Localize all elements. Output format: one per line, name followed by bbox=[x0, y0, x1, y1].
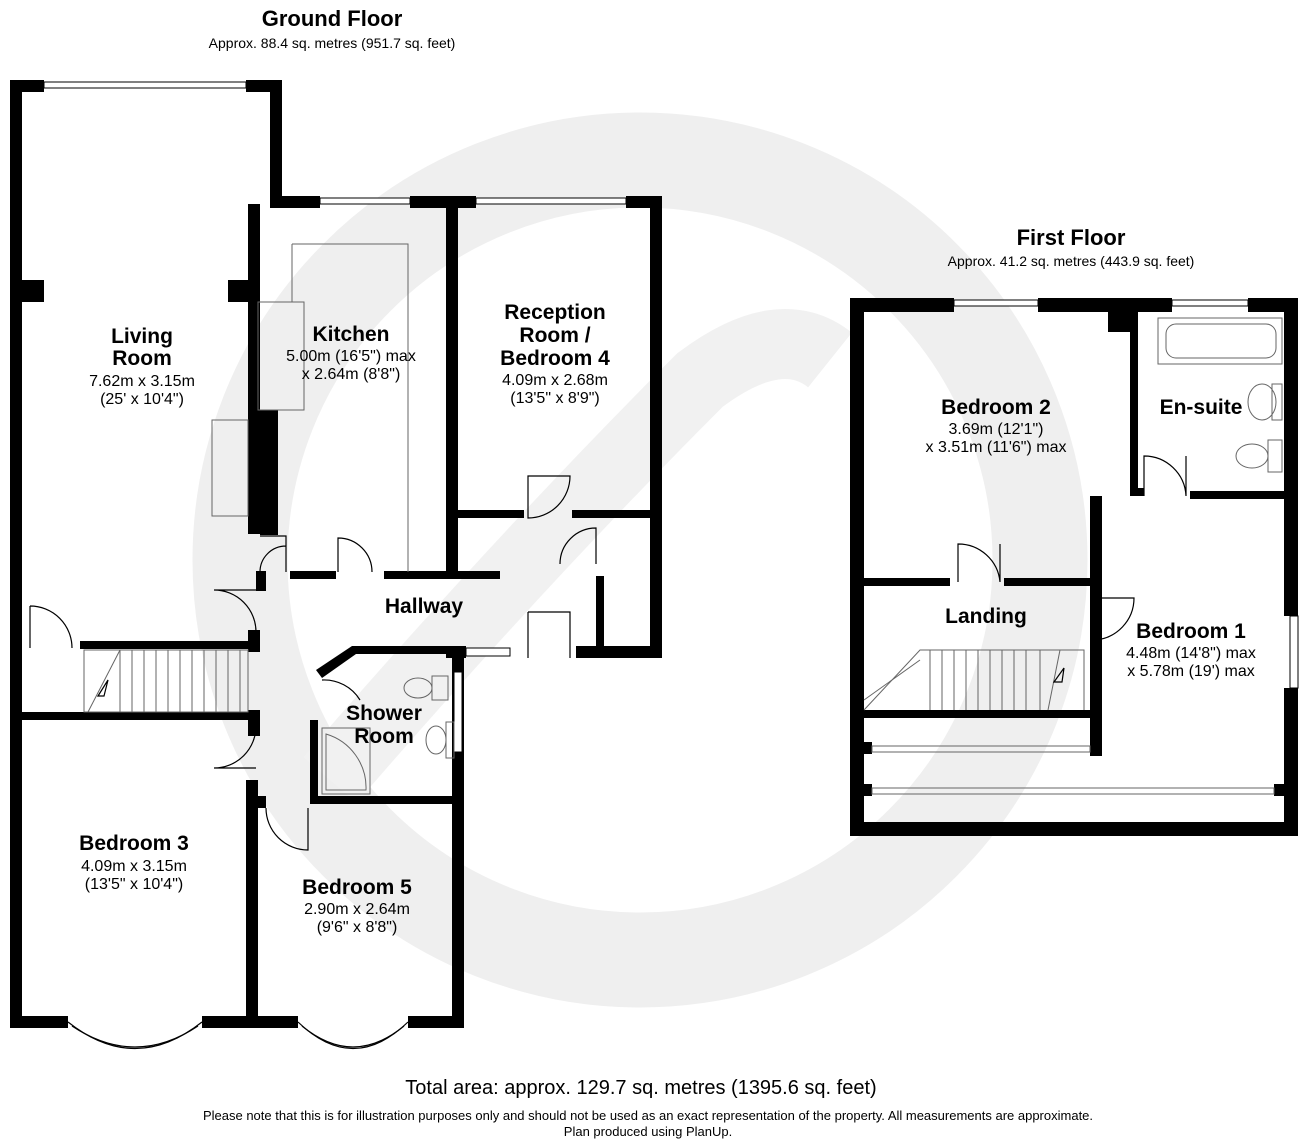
shower-room-name-1: Shower bbox=[346, 702, 422, 725]
plan-credit: Plan produced using PlanUp. bbox=[564, 1124, 732, 1139]
hallway-name: Hallway bbox=[385, 595, 464, 618]
first-floor-walls bbox=[850, 298, 1298, 836]
bedroom-1-name: Bedroom 1 bbox=[1136, 620, 1246, 643]
total-area: Total area: approx. 129.7 sq. metres (13… bbox=[405, 1077, 876, 1099]
ground-floor-doors bbox=[29, 475, 597, 851]
ground-floor-walls bbox=[10, 80, 662, 1028]
bedroom-1-dims: 4.48m (14'8") max bbox=[1126, 645, 1256, 662]
ensuite-fittings bbox=[1157, 317, 1283, 473]
kitchen-fittings bbox=[211, 243, 409, 572]
kitchen-dims: 5.00m (16'5") max bbox=[286, 348, 416, 365]
living-room-imperial: (25' x 10'4") bbox=[100, 391, 184, 408]
first-floor-area: Approx. 41.2 sq. metres (443.9 sq. feet) bbox=[948, 253, 1195, 269]
bedroom-3-imperial: (13'5" x 10'4") bbox=[85, 876, 183, 893]
first-floor-title: First Floor bbox=[1017, 225, 1126, 250]
watermark-logo bbox=[192, 112, 1088, 1008]
bedroom-5-imperial: (9'6" x 8'8") bbox=[317, 919, 398, 936]
bedroom-2-imperial: x 3.51m (11'6") max bbox=[926, 439, 1067, 456]
reception-dims: 4.09m x 2.68m bbox=[502, 372, 608, 389]
ensuite-name: En-suite bbox=[1160, 396, 1243, 419]
living-room-dims: 7.62m x 3.15m bbox=[89, 373, 195, 390]
shower-room-name-2: Room bbox=[354, 725, 414, 748]
reception-name-3: Bedroom 4 bbox=[500, 347, 610, 370]
living-room-name-1: Living bbox=[111, 325, 173, 348]
bedroom-3-name: Bedroom 3 bbox=[79, 832, 189, 855]
ground-floor-title: Ground Floor bbox=[262, 6, 403, 31]
first-floor-doors bbox=[957, 455, 1187, 641]
disclaimer: Please note that this is for illustratio… bbox=[203, 1108, 1093, 1123]
ground-floor-windows bbox=[43, 81, 627, 753]
reception-imperial: (13'5" x 8'9") bbox=[510, 390, 600, 407]
reception-name-2: Room / bbox=[519, 324, 590, 347]
shower-fittings bbox=[321, 675, 455, 795]
kitchen-name: Kitchen bbox=[312, 323, 389, 346]
bedroom-3-dims: 4.09m x 3.15m bbox=[81, 858, 187, 875]
bedroom-5-name: Bedroom 5 bbox=[302, 876, 412, 899]
bedroom-2-dims: 3.69m (12'1") bbox=[949, 421, 1044, 438]
kitchen-imperial: x 2.64m (8'8") bbox=[302, 366, 401, 383]
bedroom-1-imperial: x 5.78m (19') max bbox=[1127, 663, 1255, 680]
bedroom-5-dims: 2.90m x 2.64m bbox=[304, 901, 410, 918]
first-floor-stairs bbox=[863, 649, 1085, 711]
bay-windows bbox=[67, 1021, 409, 1050]
reception-name-1: Reception bbox=[504, 301, 606, 324]
ground-stairs bbox=[83, 649, 249, 713]
living-room-name-2: Room bbox=[112, 347, 172, 370]
landing-name: Landing bbox=[945, 605, 1027, 628]
ground-floor-area: Approx. 88.4 sq. metres (951.7 sq. feet) bbox=[209, 35, 456, 51]
bedroom-2-name: Bedroom 2 bbox=[941, 396, 1051, 419]
first-floor-windows bbox=[871, 299, 1299, 795]
